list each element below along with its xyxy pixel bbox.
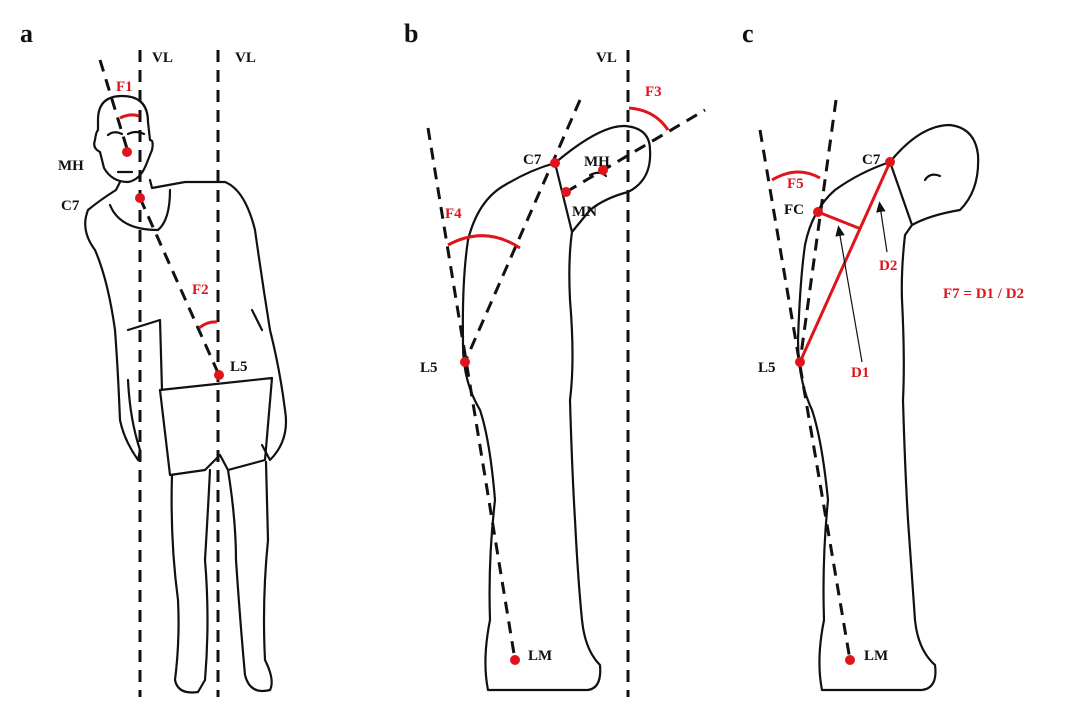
label-vl-b: VL: [596, 50, 617, 66]
label-lm-c: LM: [864, 648, 888, 664]
label-mh: MH: [58, 158, 84, 174]
label-l5-c: L5: [758, 360, 776, 376]
angle-f2-arc: [198, 320, 218, 330]
label-f4: F4: [445, 206, 462, 222]
d1-arrow: [835, 225, 863, 363]
label-f1: F1: [116, 79, 133, 95]
label-c7-b: C7: [523, 152, 542, 168]
panel-a-letter: a: [20, 19, 33, 48]
leg-line-c: [758, 129, 852, 661]
label-mh-b: MH: [584, 154, 610, 170]
landmark-lm-c: [845, 655, 855, 665]
label-f3: F3: [645, 84, 662, 100]
landmark-c7-b: [550, 158, 560, 168]
panel-c: c F5 C7 FC L5 LM D1 D2 F7 = D1 / D2: [742, 19, 1024, 692]
landmark-mn-b: [561, 187, 571, 197]
label-mn-b: MN: [572, 204, 597, 220]
landmark-lm-b: [510, 655, 520, 665]
trunk-line-c: [798, 99, 838, 363]
landmark-mh: [122, 147, 132, 157]
landmark-c7: [135, 193, 145, 203]
landmark-l5-c: [795, 357, 805, 367]
label-l5-b: L5: [420, 360, 438, 376]
label-lm-b: LM: [528, 648, 552, 664]
label-f2: F2: [192, 282, 209, 298]
head-tilt-line: [98, 59, 130, 153]
label-vl-left: VL: [152, 50, 173, 66]
label-c7-c: C7: [862, 152, 881, 168]
landmark-c7-c: [885, 157, 895, 167]
angle-f3-arc: [628, 106, 670, 131]
landmark-l5-b: [460, 357, 470, 367]
label-f5: F5: [787, 176, 804, 192]
trunk-line-b: [463, 99, 582, 363]
label-c7: C7: [61, 198, 80, 214]
landmark-mh-b: [598, 165, 608, 175]
figure-front-view: [84, 94, 288, 694]
label-d1: D1: [851, 365, 869, 381]
panel-c-letter: c: [742, 19, 754, 48]
figure-side-view-b: [461, 124, 652, 692]
panel-b-letter: b: [404, 19, 418, 48]
head-line-b: [565, 108, 706, 194]
trunk-tilt-line: [138, 197, 221, 376]
angle-f5-arc: [771, 170, 821, 182]
label-l5: L5: [230, 359, 248, 375]
label-fc-c: FC: [784, 202, 804, 218]
d2-arrow: [876, 201, 888, 253]
angle-f4-arc: [447, 234, 521, 250]
landmark-l5: [214, 370, 224, 380]
label-d2: D2: [879, 258, 897, 274]
panel-a: a VL VL F1 F2 MH C7 L5: [20, 19, 288, 697]
landmark-fc-c: [813, 207, 823, 217]
label-vl-right: VL: [235, 50, 256, 66]
figure-side-view-c: [796, 123, 980, 692]
angle-f1-arc: [119, 113, 140, 120]
panel-b: b VL F3 F4 C7 MH MN L5 LM: [404, 19, 706, 697]
distance-d1-line: [817, 210, 862, 231]
label-f7-formula: F7 = D1 / D2: [943, 286, 1024, 302]
leg-line-b: [426, 127, 517, 661]
